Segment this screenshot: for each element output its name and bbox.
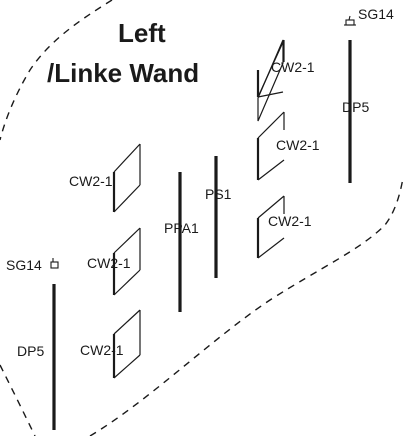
cw-panel-top-right-3: CW2-1 [256, 195, 312, 259]
ps1-label: PS1 [205, 186, 232, 202]
cw-panel-left-2: CW2-1 [87, 227, 141, 296]
wall-title-line1: Left [118, 18, 166, 48]
cw-panel-left-3: CW2-1 [80, 309, 141, 379]
dp5-left-label: DP5 [17, 343, 44, 359]
sg14-right-label: SG14 [358, 6, 394, 22]
post-dp5-right: DP5 [342, 40, 369, 183]
cw-panel-top-right-2: CW2-1 [256, 111, 320, 181]
post-ps1: PS1 [205, 156, 232, 278]
cw-label-left-2: CW2-1 [87, 255, 131, 271]
sg14-symbol-icon [50, 258, 59, 269]
post-dp5-left: DP5 [17, 284, 56, 430]
ppa1-label: PPA1 [164, 220, 199, 236]
sg14-marker-left: SG14 [6, 257, 59, 273]
wall-boundary-outline-lower [0, 364, 36, 436]
wall-title-line2: /Linke Wand [47, 58, 199, 88]
sg14-marker-right: SG14 [344, 6, 394, 26]
cw-label-top-right-1: CW2-1 [271, 59, 315, 75]
sg14-symbol-icon [344, 15, 356, 26]
cw-label-top-right-3: CW2-1 [268, 213, 312, 229]
sg14-left-label: SG14 [6, 257, 42, 273]
cw-label-left-1: CW2-1 [69, 173, 113, 189]
post-ppa1: PPA1 [164, 172, 199, 312]
wall-boundary-outline [0, 0, 113, 141]
dp5-right-label: DP5 [342, 99, 369, 115]
cw-label-top-right-2: CW2-1 [276, 137, 320, 153]
cw-panel-left-1: CW2-1 [69, 143, 141, 213]
cw-label-left-3: CW2-1 [80, 342, 124, 358]
cw-panel-top-right-1: CW2-1 [256, 39, 315, 122]
wall-boundary-outline-bottom [89, 177, 403, 436]
